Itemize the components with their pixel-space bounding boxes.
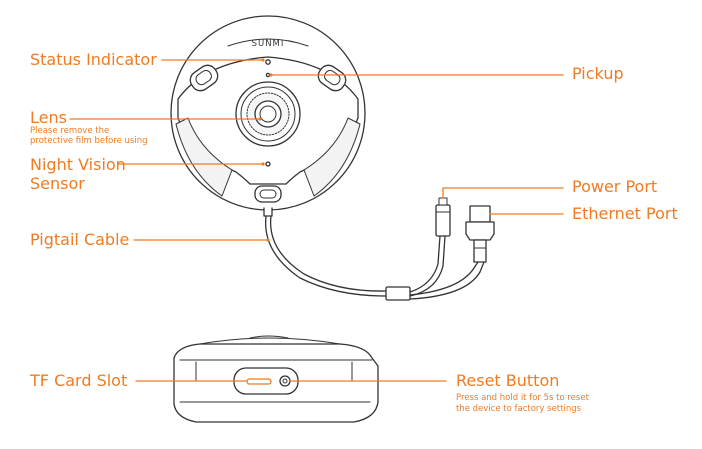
tf-card-slot-label: TF Card Slot (30, 371, 128, 390)
pigtail-cable-label: Pigtail Cable (30, 230, 130, 249)
lens-note-line1: Please remove the (30, 126, 110, 136)
lens-note-line2: protective film before using (30, 136, 148, 146)
ethernet-port-label: Ethernet Port (572, 204, 678, 223)
ethernet-connector (465, 205, 495, 263)
power-port-callout (442, 187, 564, 199)
reset-note-line1: Press and hold it for 5s to reset (456, 393, 589, 403)
pickup-dot (265, 72, 271, 78)
power-connector (435, 197, 451, 237)
reset-note-line2: the device to factory settings (456, 404, 582, 414)
pickup-label: Pickup (572, 64, 624, 83)
night-vision-label-line2: Sensor (30, 174, 85, 193)
status-indicator-dot (265, 59, 271, 65)
lens (235, 81, 301, 147)
bottom-button (254, 185, 282, 203)
tf-card-slot-mark (246, 378, 272, 385)
power-port-label: Power Port (572, 177, 658, 196)
pigtail-cable (264, 215, 485, 301)
brand-mark: SUNMI (252, 39, 285, 49)
night-vision-label-line1: Night Vision (30, 155, 126, 174)
camera-top-view: SUNMI (170, 15, 366, 217)
night-vision-dot (265, 161, 271, 167)
lens-label: Lens (30, 108, 67, 127)
reset-button-label: Reset Button (456, 371, 560, 390)
callout-lines (69, 58, 564, 382)
camera-side-view (173, 335, 379, 423)
status-indicator-label: Status Indicator (30, 50, 157, 69)
